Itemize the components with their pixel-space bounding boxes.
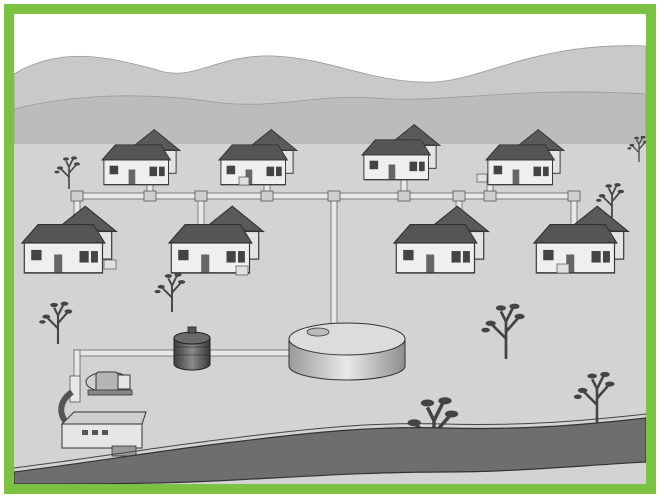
water-supply-scene [14, 14, 646, 484]
green-border-frame [4, 4, 656, 494]
overhead-tank [174, 327, 210, 370]
storage-tank [289, 323, 405, 380]
